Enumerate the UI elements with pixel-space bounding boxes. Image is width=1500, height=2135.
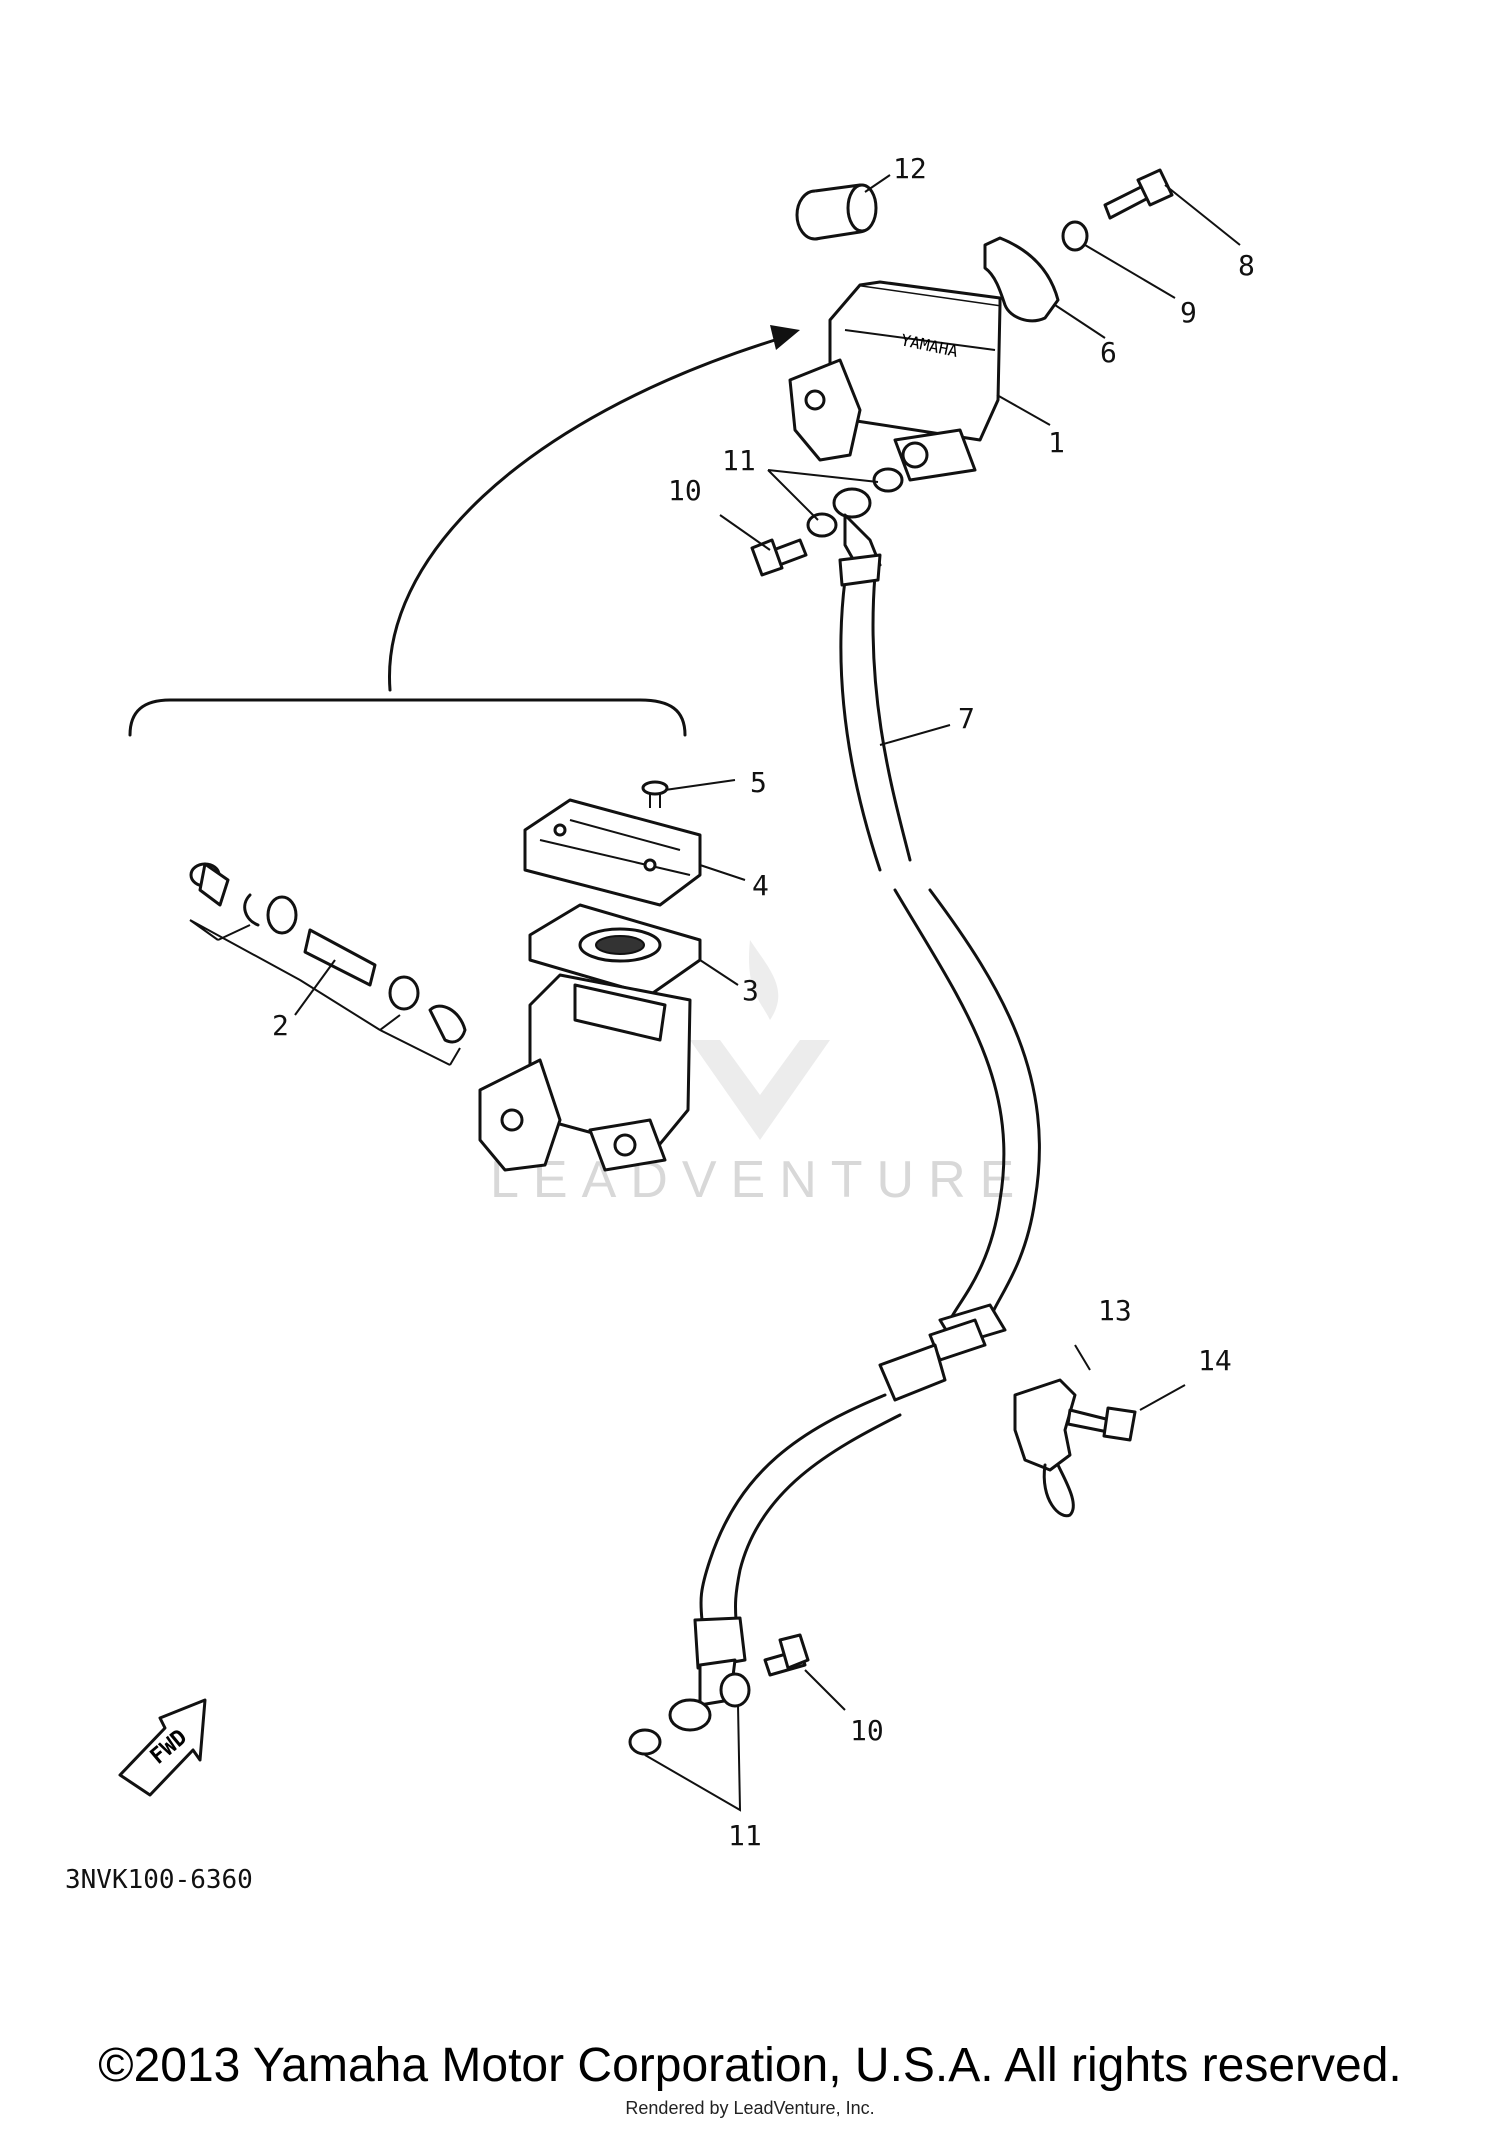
part-11-washer (872, 467, 904, 493)
callout-1: 1 (1048, 426, 1065, 459)
watermark: LEADVENTURE (490, 1151, 1029, 1209)
part-7-brake-hose (693, 553, 1041, 1670)
part-9-washer (1061, 220, 1089, 252)
callout-10-upper: 10 (668, 474, 702, 507)
callout-4: 4 (752, 869, 769, 902)
callout-8: 8 (1238, 249, 1255, 282)
callout-13: 13 (1098, 1294, 1132, 1327)
callout-11-upper: 11 (722, 444, 756, 477)
part-13-clip (1013, 1378, 1077, 1518)
part-8-bolt (1103, 168, 1174, 220)
part-10-bolt-upper (750, 538, 808, 577)
rendered-by-credit: Rendered by LeadVenture, Inc. (625, 2098, 875, 2118)
banjo-fitting-lower (668, 1658, 737, 1732)
leader-lines (294, 174, 1241, 1812)
callout-14: 14 (1198, 1344, 1232, 1377)
part-2-piston-kit (189, 862, 467, 1066)
part-10-bolt-lower (763, 1633, 810, 1677)
part-5-screw (641, 780, 669, 808)
part-4-cover (523, 798, 702, 907)
part-11-washer (719, 1672, 751, 1708)
callout-3: 3 (742, 974, 759, 1007)
master-cylinder-body-detail (478, 973, 692, 1172)
callout-12: 12 (893, 152, 927, 185)
detail-arrow (388, 325, 800, 692)
callout-9: 9 (1180, 296, 1197, 329)
fwd-label: FWD (146, 1725, 193, 1770)
callout-5: 5 (750, 766, 767, 799)
part-1-master-cylinder: YAMAHA (788, 280, 1002, 482)
part-12-cap (795, 183, 878, 241)
callout-6: 6 (1100, 336, 1117, 369)
drawing-code: 3NVK100-6360 (65, 1865, 253, 1895)
part-11-washer (628, 1728, 662, 1756)
fwd-arrow-icon: FWD (118, 1698, 207, 1797)
part-14-bolt (1066, 1406, 1137, 1442)
callout-10-lower: 10 (850, 1714, 884, 1747)
part-11-washer (806, 512, 838, 538)
detail-bracket (128, 698, 687, 737)
callout-7: 7 (958, 702, 975, 735)
copyright-notice: ©2013 Yamaha Motor Corporation, U.S.A. A… (98, 2039, 1402, 2092)
watermark-logo (690, 940, 830, 1140)
callouts: 12 8 9 6 1 11 10 7 5 4 3 2 13 14 10 11 (272, 152, 1255, 1852)
callout-2: 2 (272, 1009, 289, 1042)
callout-11-lower: 11 (728, 1819, 762, 1852)
part-6-clamp (983, 236, 1060, 323)
